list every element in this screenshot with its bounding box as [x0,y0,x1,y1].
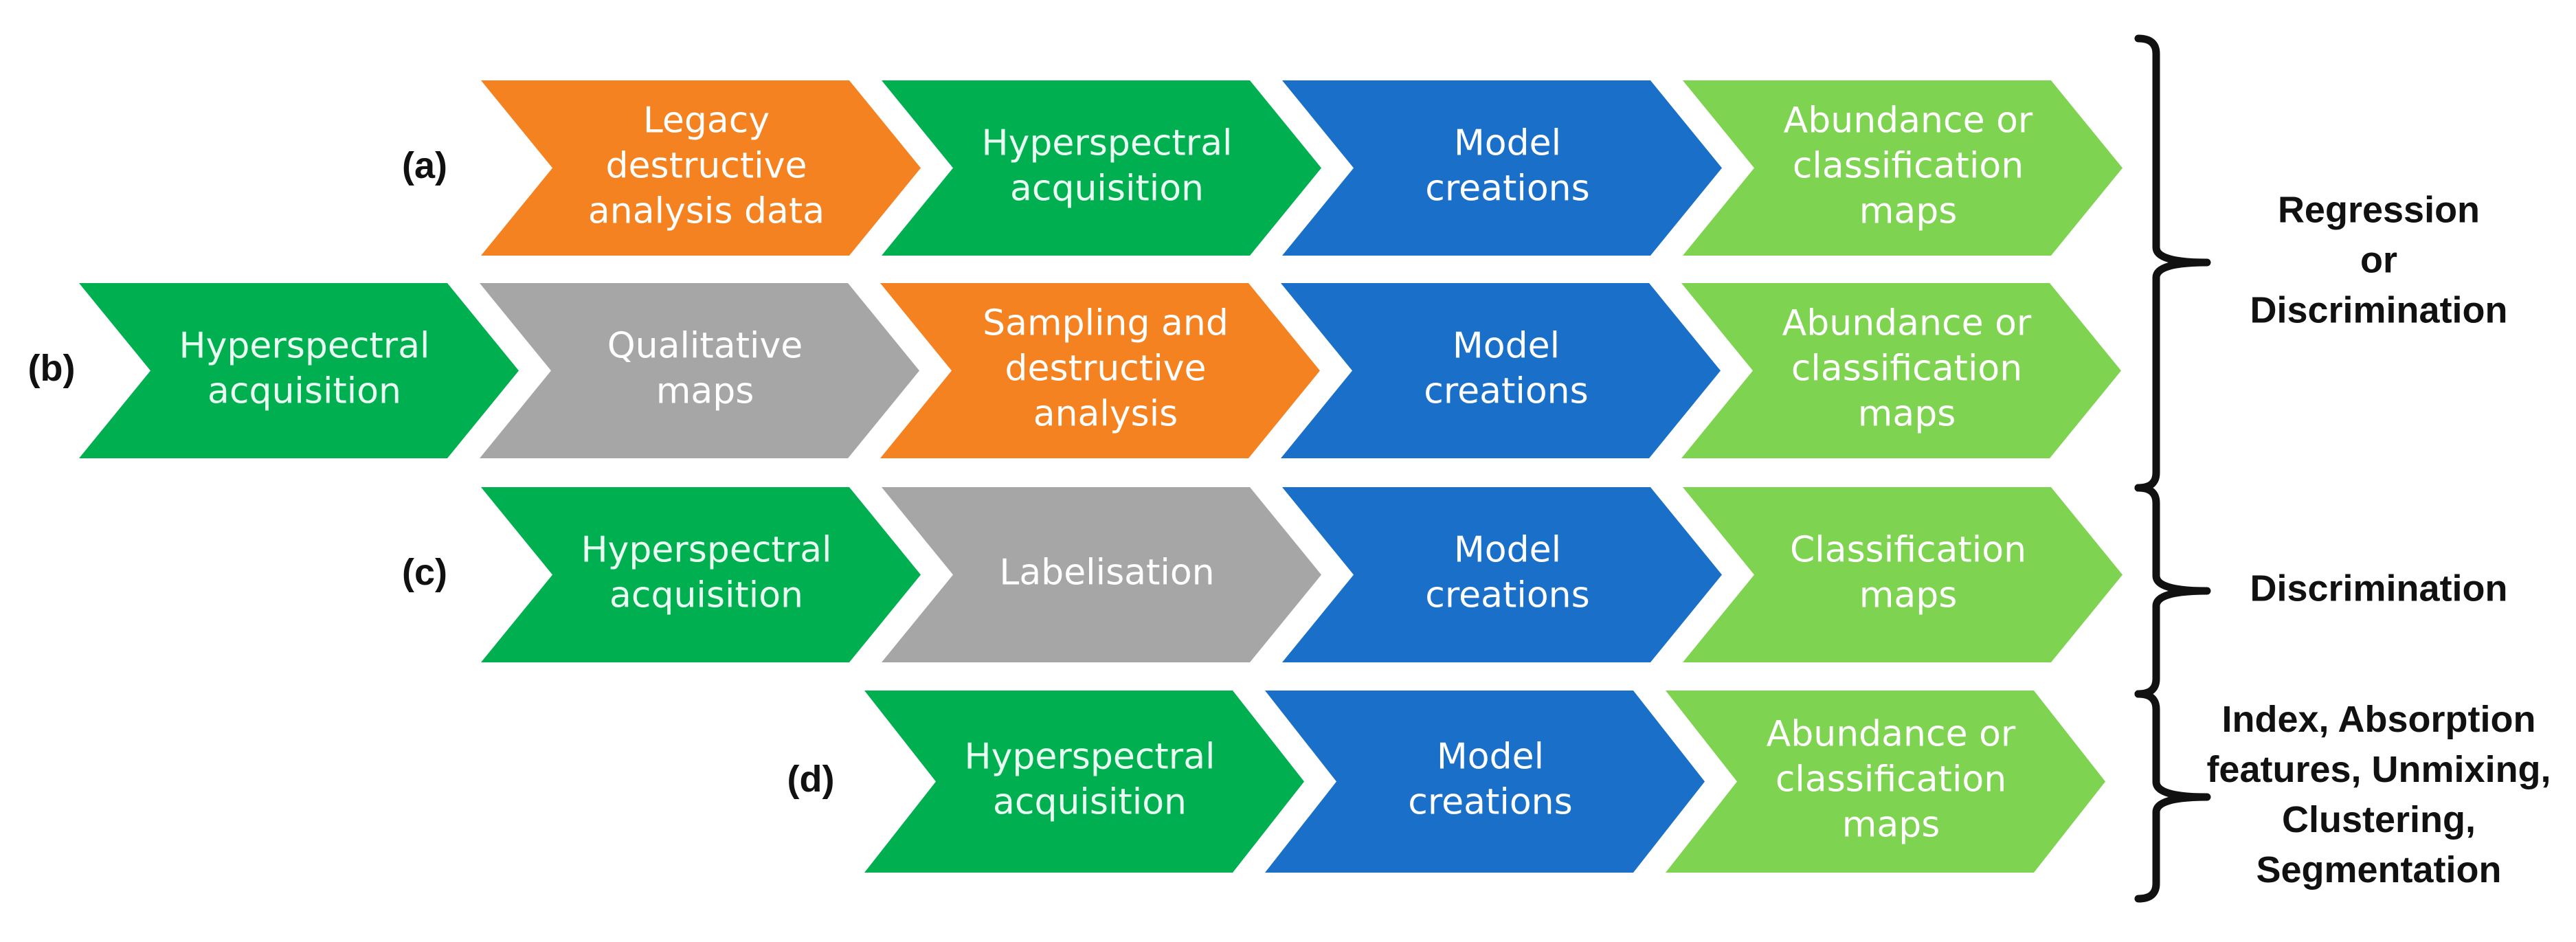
group-index-absorption: Index, Absorption features, Unmixing, Clus… [2134,690,2551,903]
chevron-arrow [1282,80,1722,256]
chevron-arrow [1265,691,1705,873]
step-text-line: destructive [1005,348,1206,390]
chevron-arrow [1666,691,2105,873]
step-text-line: Abundance or [1784,100,2033,142]
chevron-arrow [1282,487,1722,662]
step-text-line: maps [1842,805,1940,846]
step-text-line: analysis data [588,191,825,232]
group-discrimination: Discrimination [2134,484,2508,698]
chevron-arrow [880,283,1320,458]
row-label-d: (d) [787,759,835,800]
step-text-line: Model [1453,326,1560,367]
step-text-line: acquisition [609,575,803,616]
step-text-line: creations [1424,371,1588,412]
step-text-line: maps [1858,394,1956,435]
step-text-line: maps [1859,575,1958,616]
step-text-line: maps [1859,191,1958,232]
chevron-arrow [79,283,519,458]
step-text-line: Abundance or [1767,714,2016,755]
step-text-line: Abundance or [1782,303,2032,344]
group-label-line: or [2360,239,2397,280]
group-label-line: Segmentation [2256,849,2501,890]
step-text-line: Model [1437,737,1544,778]
row-d: (d)HyperspectralacquisitionModelcreation… [787,691,2105,873]
step-text-line: Hyperspectral [581,530,831,571]
chevron-arrow [480,283,919,458]
curly-brace [2134,690,2211,903]
step-c-labelisation: Labelisation [882,487,1321,662]
step-text-line: classification [1776,759,2006,800]
chevron-arrow [481,80,921,256]
step-text-line: Qualitative [607,326,803,367]
chevron-arrow [864,691,1304,873]
step-text-line: classification [1793,146,2024,187]
step-text-line: Labelisation [999,552,1214,594]
step-text-line: Hyperspectral [179,326,429,367]
step-text-line: Classification [1790,530,2026,571]
step-text-line: Hyperspectral [964,737,1215,778]
chevron-arrow [882,487,1321,662]
step-text-line: Model [1454,123,1561,164]
step-text-line: Sampling and [983,303,1229,344]
step-text-line: destructive [605,146,807,187]
row-label-a: (a) [402,145,447,186]
group-label-line: features, Unmixing, [2206,749,2551,790]
step-text-line: Hyperspectral [981,123,1232,164]
row-label-b: (b) [28,348,76,389]
step-text-line: analysis [1033,394,1178,435]
chevron-arrow [1683,487,2123,662]
step-text-line: Legacy [643,100,770,142]
step-text-line: acquisition [1010,168,1204,210]
row-label-c: (c) [402,552,447,593]
chevron-arrow [481,487,921,662]
chevron-arrow [1681,283,2121,458]
step-text-line: acquisition [208,371,401,412]
group-label-line: Discrimination [2250,568,2507,609]
step-text-line: maps [656,371,754,412]
group-label-line: Discrimination [2250,289,2507,330]
step-text-line: Model [1454,530,1561,571]
group-label-line: Regression [2278,189,2480,230]
curly-brace [2134,34,2211,492]
step-text-line: classification [1791,348,2022,390]
step-text-line: creations [1425,575,1589,616]
curly-brace [2134,484,2211,698]
chevron-arrow [1683,80,2123,256]
row-b: (b)HyperspectralacquisitionQualitativema… [28,283,2121,458]
step-text-line: creations [1408,782,1572,823]
chevron-arrow [882,80,1321,256]
group-label-line: Index, Absorption [2222,699,2536,740]
step-text-line: creations [1425,168,1589,210]
step-text-line: acquisition [993,782,1187,823]
chevron-arrow [1281,283,1721,458]
group-label-line: Clustering, [2282,799,2476,840]
